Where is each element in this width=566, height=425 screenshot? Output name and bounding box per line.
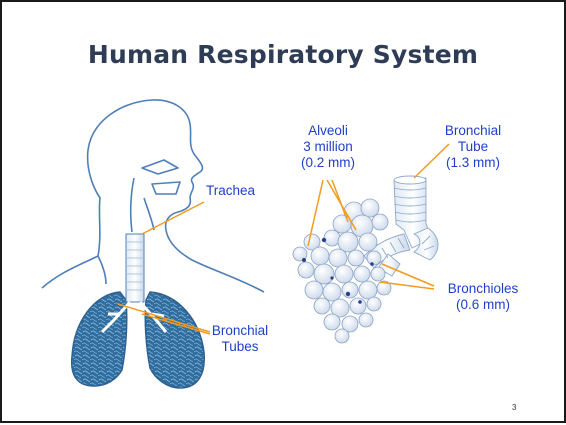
page-number: 3	[512, 403, 516, 412]
trachea-text: Trachea	[206, 183, 255, 199]
bronchioles-line-1: Bronchioles	[438, 281, 528, 297]
oral-cavity	[152, 182, 180, 194]
neck-back	[98, 256, 106, 284]
bronchial-tube-line-3: (1.3 mm)	[440, 155, 506, 171]
bronchial-tubes-line-2: Tubes	[210, 339, 270, 355]
bronchial-tube-line-2: Tube	[440, 139, 506, 155]
label-trachea: Trachea	[206, 183, 255, 199]
right-lung	[145, 292, 204, 388]
bronchial-tubes-line-1: Bronchial	[210, 323, 270, 339]
larynx	[144, 198, 154, 230]
bronchial-tube-line-1: Bronchial	[440, 123, 506, 139]
alveoli-line-1: Alveoli	[296, 123, 360, 139]
label-bronchial-tubes: Bronchial Tubes	[210, 323, 270, 355]
alveoli-cluster	[293, 199, 391, 343]
label-bronchial-tube: Bronchial Tube (1.3 mm)	[440, 123, 506, 171]
alveoli-line-2: 3 million	[296, 139, 360, 155]
nasal-cavity	[142, 160, 178, 174]
pharynx	[131, 178, 134, 232]
left-lung	[72, 292, 127, 386]
label-bronchioles: Bronchioles (0.6 mm)	[438, 281, 528, 313]
label-alveoli: Alveoli 3 million (0.2 mm)	[296, 123, 360, 171]
alveoli-line-3: (0.2 mm)	[296, 155, 360, 171]
bronchioles-line-2: (0.6 mm)	[438, 297, 528, 313]
lungs	[72, 292, 205, 388]
